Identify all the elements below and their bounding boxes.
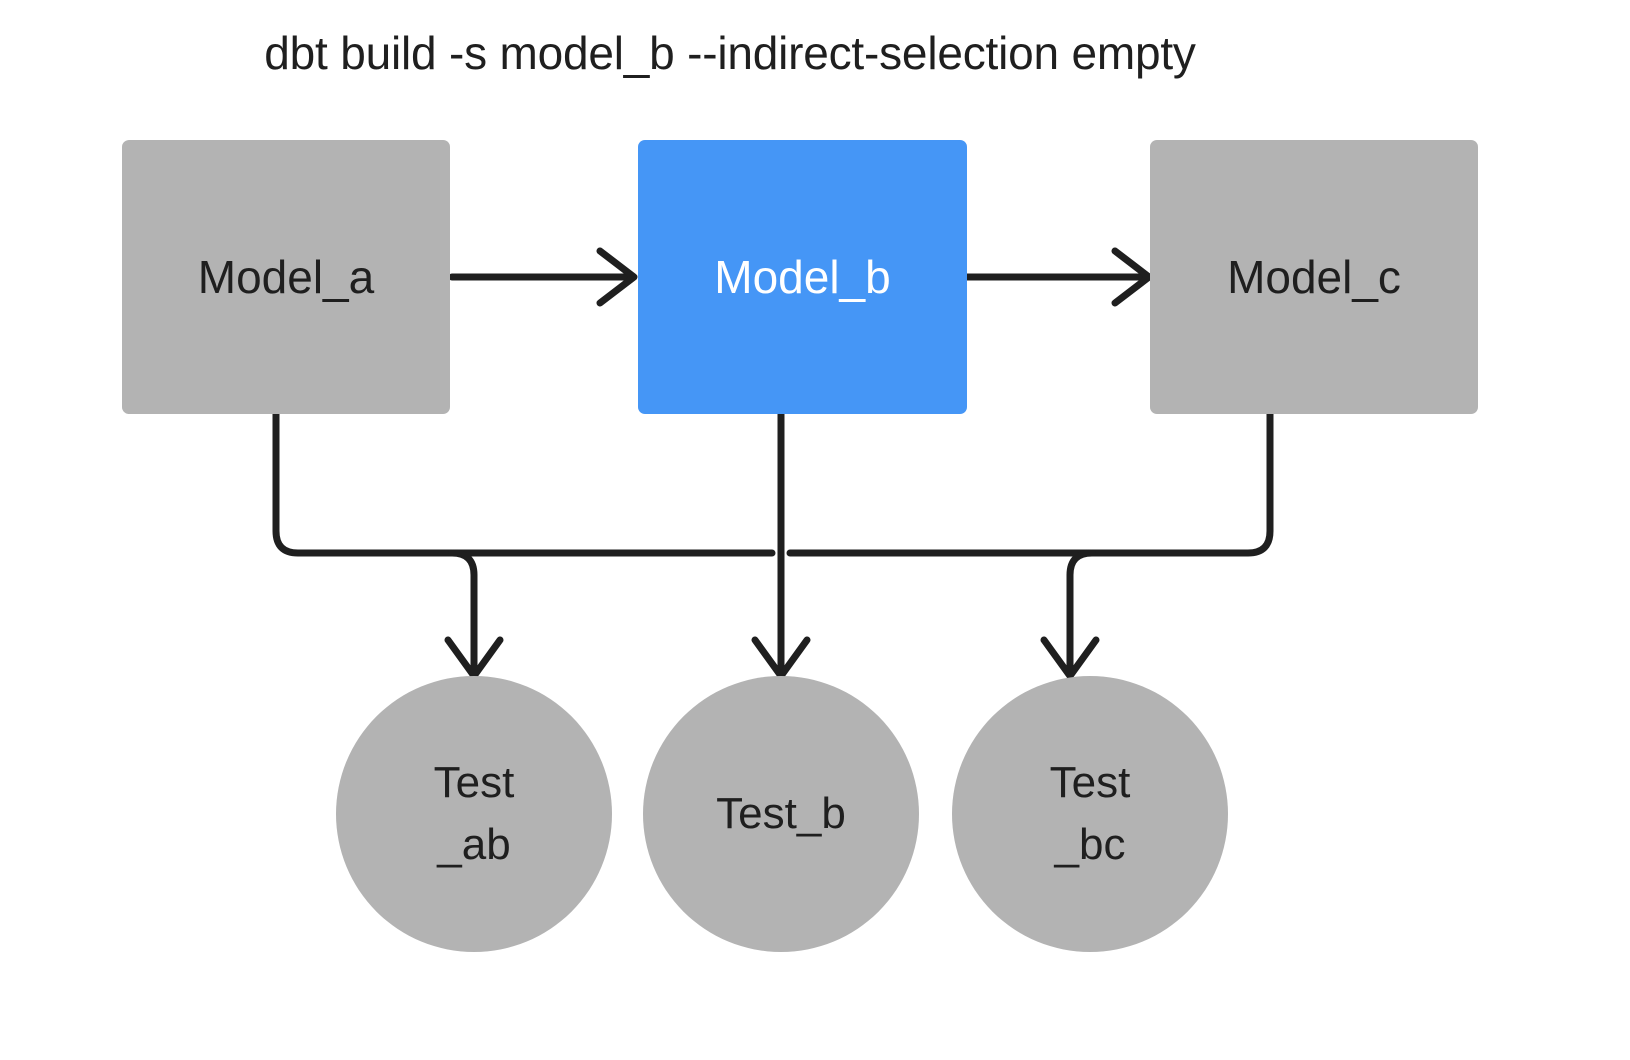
node-test-bc-label-line-1: Test [1049,758,1131,807]
node-model-a-label: Model_a [197,250,375,303]
node-test-ab-label-line-2: _ab [437,820,511,869]
node-test-b[interactable]: Test_b [643,676,919,952]
edge-bus-right-segment [786,410,1274,557]
edge-model-a-to-model-b [448,247,638,307]
node-model-c-label: Model_c [1227,250,1401,303]
edge-model-b-to-model-c [963,247,1153,307]
node-model-b-label: Model_b [714,250,891,303]
node-test-bc-label-line-2: _bc [1054,820,1126,869]
node-model-a[interactable]: Model_a [122,140,450,414]
node-model-b[interactable]: Model_b [638,140,967,414]
node-model-c[interactable]: Model_c [1150,140,1478,414]
edge-drop-to-test-bc [1040,549,1100,680]
node-test-bc[interactable]: Test _bc [952,676,1228,952]
node-test-b-label-line-1: Test_b [716,789,846,838]
edge-model-b-to-test-b [751,410,811,680]
diagram-title: dbt build -s model_b --indirect-selectio… [264,27,1196,79]
node-test-ab[interactable]: Test _ab [336,676,612,952]
edge-drop-to-test-ab [444,549,504,680]
edge-model-a-to-test-ab [272,410,776,557]
node-test-ab-label-line-1: Test [433,758,515,807]
